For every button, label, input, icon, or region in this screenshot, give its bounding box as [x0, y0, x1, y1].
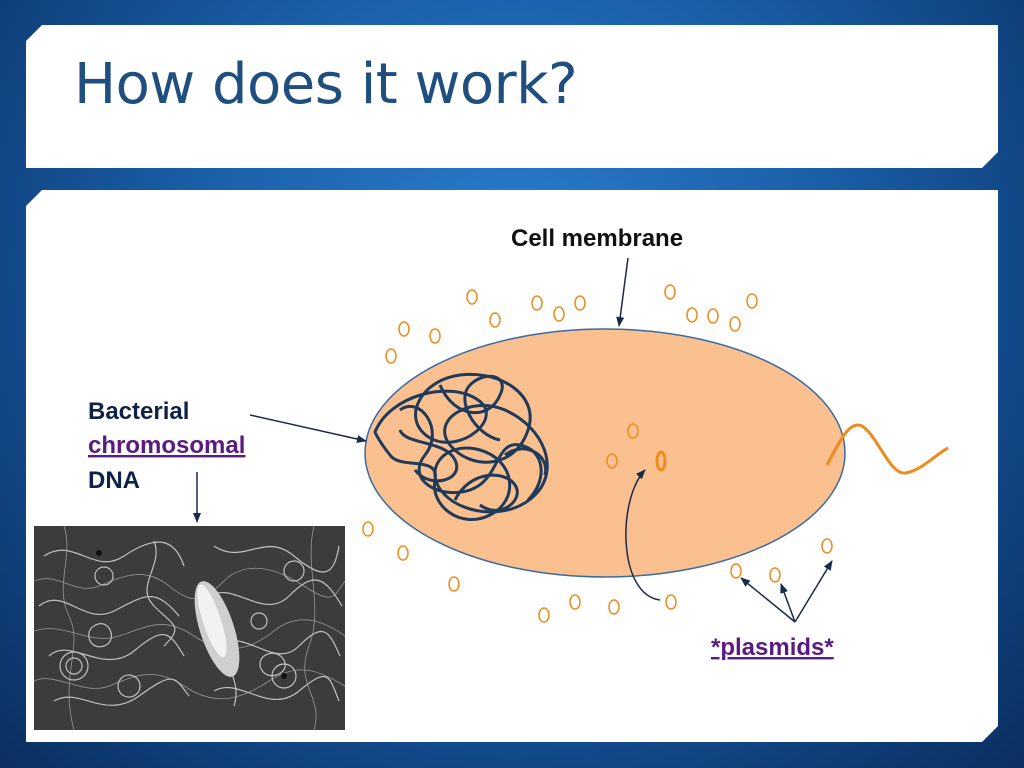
plasmids-inside	[606, 423, 667, 472]
label-dna: DNA	[88, 467, 140, 494]
dna-electron-micrograph-image	[34, 526, 345, 730]
arrow-plasmid-a	[740, 577, 796, 623]
plasmids-outside	[362, 284, 833, 623]
arrow-plasmid-b	[780, 583, 796, 623]
label-cell-membrane: Cell membrane	[511, 225, 683, 252]
arrow-membrane	[616, 257, 629, 327]
label-plasmids-link[interactable]: *plasmids*	[711, 634, 834, 661]
flagellum	[825, 423, 949, 475]
cell-body	[364, 328, 846, 578]
pointer-arrows	[193, 257, 833, 623]
arrow-plasmid-c	[794, 560, 833, 623]
label-dna-bacterial: Bacterial	[88, 398, 189, 425]
slide-title: How does it work?	[74, 52, 578, 117]
title-panel	[26, 25, 998, 168]
chromosomal-dna-tangle	[373, 372, 549, 522]
arrow-curved-plasmid	[625, 469, 661, 601]
label-dna-chromosomal-link[interactable]: chromosomal	[88, 432, 245, 459]
arrow-chromosome	[249, 414, 367, 443]
